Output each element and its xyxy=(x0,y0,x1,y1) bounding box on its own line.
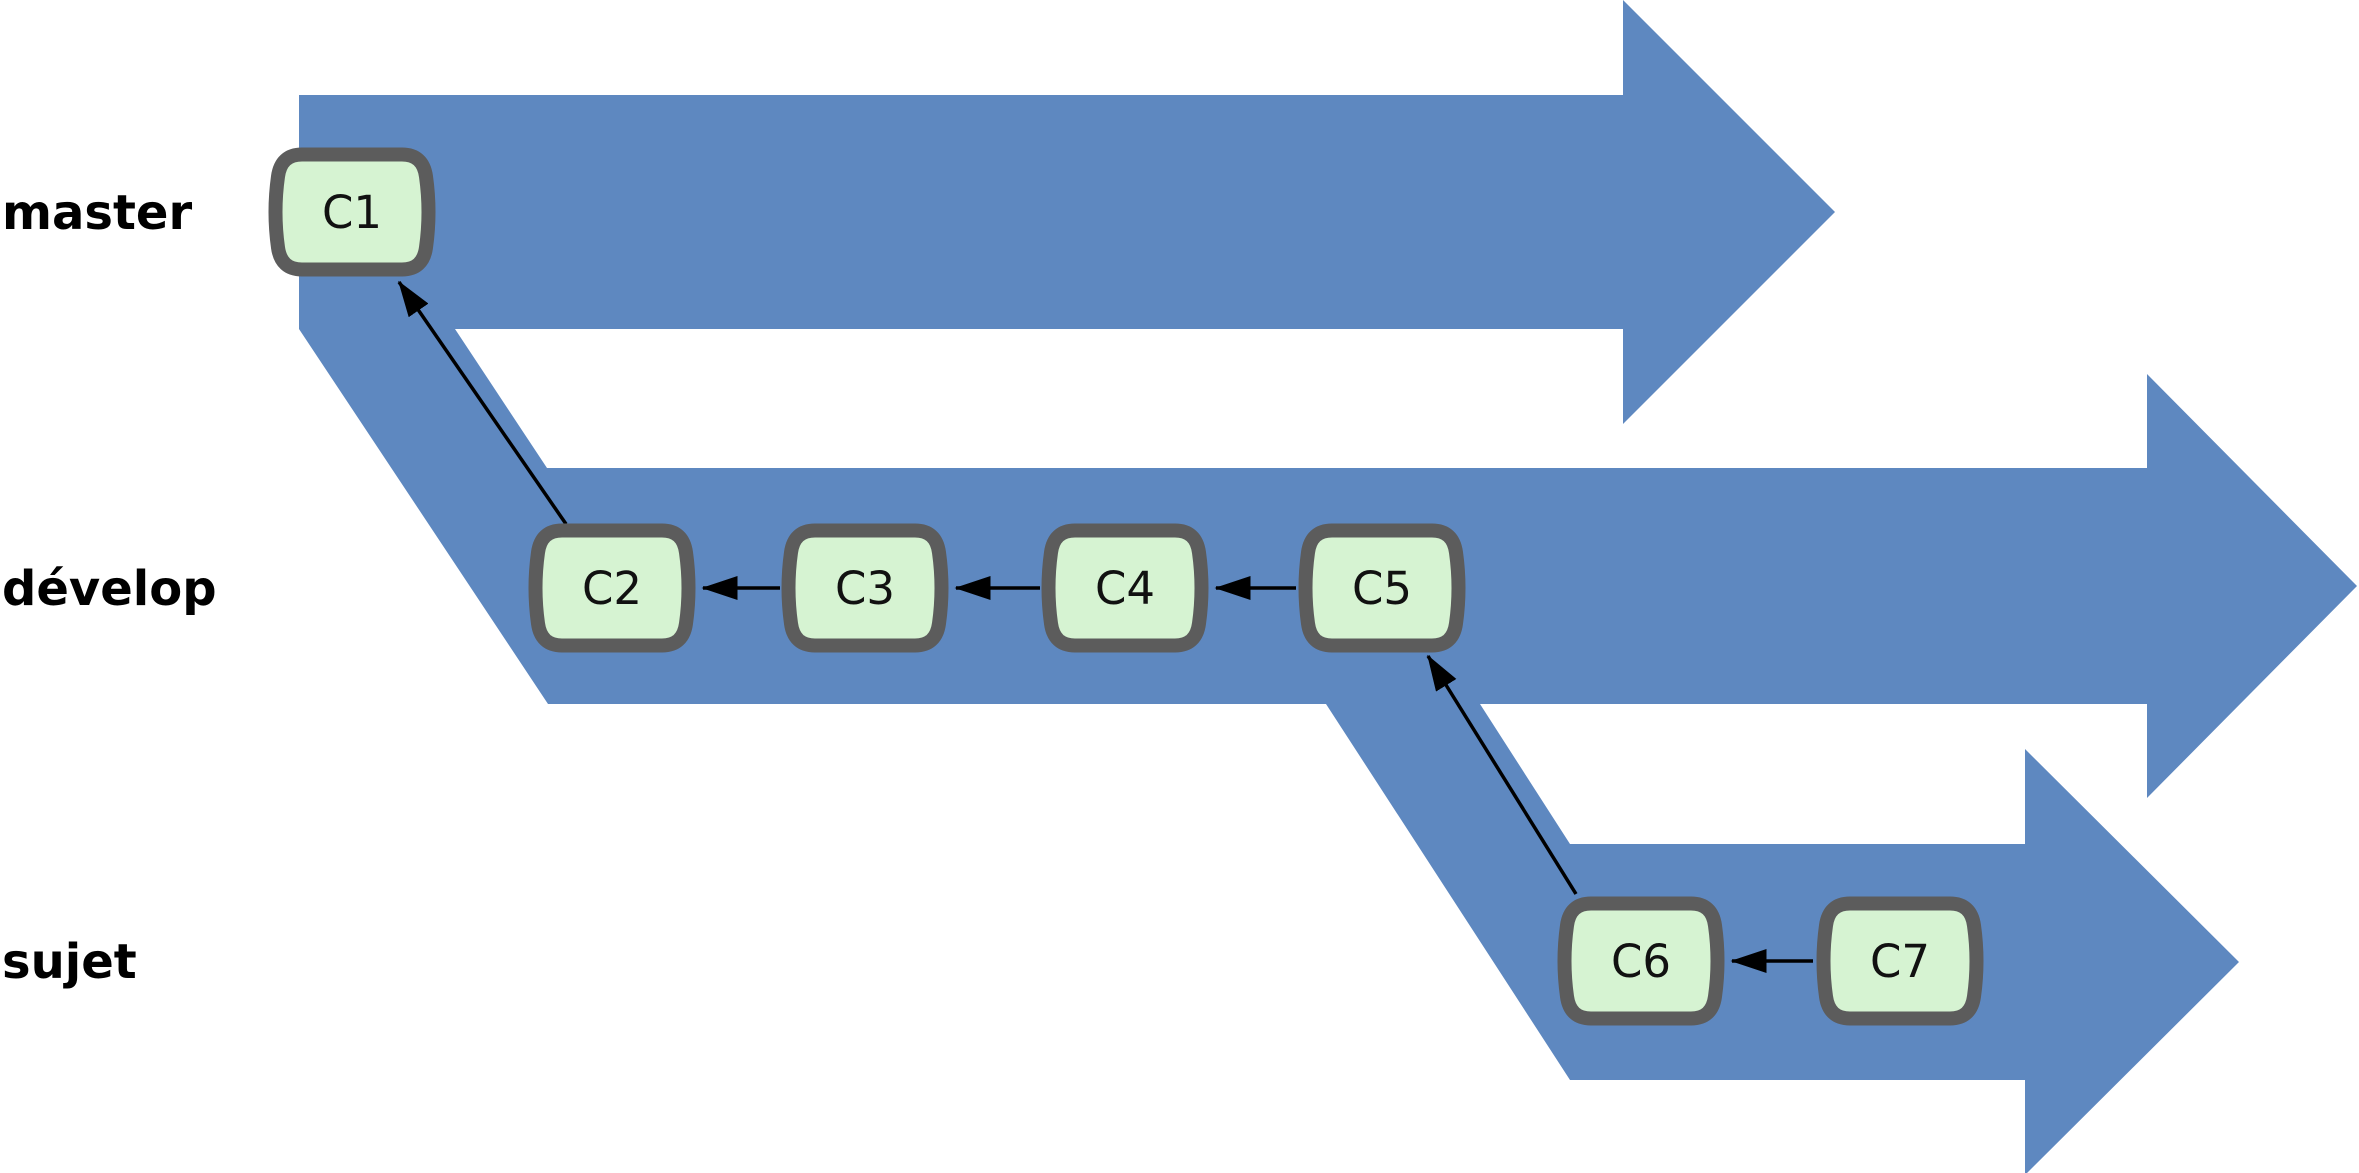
commit-node-c1 xyxy=(268,147,436,277)
parent-edge-c6-c5 xyxy=(1426,654,1578,895)
commit-node-c7 xyxy=(1816,896,1984,1026)
commit-label-c1: C1 xyxy=(322,186,382,239)
commit-node-c2 xyxy=(528,523,696,653)
commit-node-c5 xyxy=(1298,523,1466,653)
commit-node-c3 xyxy=(781,523,949,653)
commit-label-c4: C4 xyxy=(1095,562,1155,615)
commit-node-c4 xyxy=(1041,523,1209,653)
commit-label-c3: C3 xyxy=(835,562,895,615)
branch-label-sujet: sujet xyxy=(2,934,137,990)
sujet-branch-arrow xyxy=(1326,704,2239,1173)
commit-label-c6: C6 xyxy=(1611,935,1671,988)
commit-label-c5: C5 xyxy=(1352,562,1412,615)
commit-label-c7: C7 xyxy=(1870,935,1930,988)
parent-edges xyxy=(397,280,1813,973)
branch-label-master: master xyxy=(2,185,192,241)
commit-label-c2: C2 xyxy=(582,562,642,615)
branch-label-develop: dévelop xyxy=(2,561,217,617)
parent-edge-c2-c1 xyxy=(397,280,568,525)
master-branch-arrow xyxy=(299,0,1835,424)
commit-node-c6 xyxy=(1557,896,1725,1026)
